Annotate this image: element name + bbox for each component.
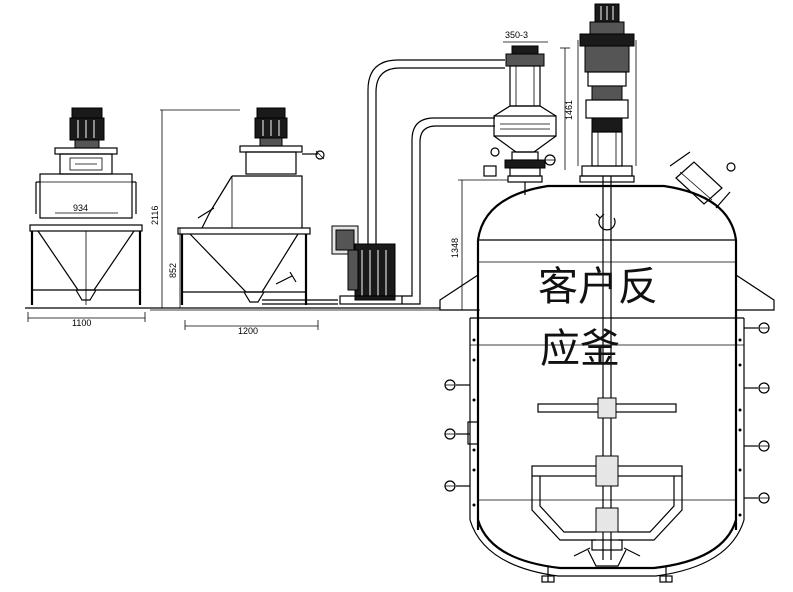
mid-motor-icon — [254, 107, 288, 147]
dim-left-inner-width: 934 — [73, 203, 88, 213]
jacket-coil-marks — [472, 338, 742, 517]
mid-hopper-station: 2116 852 — [150, 107, 440, 336]
dim-mid-height-total: 2116 — [150, 206, 160, 225]
agitator-motor-icon — [577, 3, 637, 177]
reactor-label-line2: 应釜 — [540, 326, 620, 372]
vacuum-pump-icon — [331, 225, 403, 305]
dim-feeder-model: 350-3 — [505, 30, 528, 40]
vacuum-feeder: 350-3 1461 — [483, 30, 574, 195]
left-jacket-valves — [444, 379, 479, 492]
right-jacket-valves — [744, 322, 770, 504]
dim-left-width: 1100 — [72, 318, 91, 328]
dim-mid-height-stand: 852 — [168, 263, 178, 278]
left-hopper-station: 934 1100 — [25, 107, 150, 328]
reactor-vessel: 1348 — [439, 3, 775, 583]
conveying-pipes — [367, 59, 505, 305]
dim-feeder-height: 1461 — [564, 100, 574, 120]
reactor-label-line1: 客户反 — [538, 264, 658, 310]
left-motor-icon — [69, 107, 105, 149]
dim-mid-width: 1200 — [238, 326, 258, 336]
dim-reactor-nozzle-height: 1348 — [450, 238, 460, 258]
sight-glass-nozzle — [669, 151, 736, 209]
